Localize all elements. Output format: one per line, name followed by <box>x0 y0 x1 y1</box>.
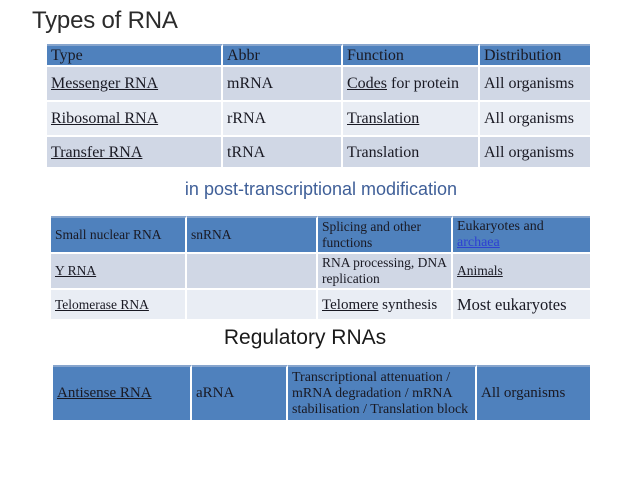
cell-function-underline: Translation <box>347 110 420 127</box>
cell-type: Transfer RNA <box>47 137 223 167</box>
cell-function-underline: Codes <box>347 75 387 92</box>
cell-distribution: All organisms <box>477 365 590 420</box>
cell-distribution: All organisms <box>480 102 590 137</box>
col-header-distribution: Distribution <box>480 44 590 67</box>
cell-type: Messenger RNA <box>47 67 223 102</box>
cell-function: Transcriptional attenuation / mRNA degra… <box>288 365 477 420</box>
col-header-abbr: Abbr <box>223 44 343 67</box>
slide-title: Types of RNA <box>32 7 178 34</box>
table-row-y-rna: Y RNA RNA processing, DNA replication An… <box>51 254 590 290</box>
cell-abbr: mRNA <box>223 67 343 102</box>
cell-function-rest: for protein <box>387 75 459 92</box>
cell-abbr: aRNA <box>192 365 288 420</box>
cell-distribution: Most eukaryotes <box>453 290 590 319</box>
table-row-small-nuclear-rna: Small nuclear RNA snRNA Splicing and oth… <box>51 216 590 254</box>
cell-function: Codes for protein <box>343 67 480 102</box>
cell-function: Translation <box>343 137 480 167</box>
cell-distribution-text: Eukaryotes and <box>457 219 544 234</box>
archaea-link[interactable]: archaea <box>457 235 500 250</box>
col-header-function: Function <box>343 44 480 67</box>
cell-function: Telomere synthesis <box>318 290 453 319</box>
cell-function-underline: Telomere <box>322 296 379 313</box>
cell-type: Telomerase RNA <box>51 290 187 319</box>
cell-abbr <box>187 290 318 319</box>
table-row-messenger-rna: Messenger RNA mRNA Codes for protein All… <box>47 67 590 102</box>
rna-types-table: Type Abbr Function Distribution Messenge… <box>47 44 590 167</box>
cell-function-rest: Translation <box>347 143 420 161</box>
table-header-row: Type Abbr Function Distribution <box>47 44 590 67</box>
cell-type: Small nuclear RNA <box>51 216 187 254</box>
cell-abbr: snRNA <box>187 216 318 254</box>
cell-distribution: Eukaryotes and archaea <box>453 216 590 254</box>
cell-abbr: rRNA <box>223 102 343 137</box>
table-row-transfer-rna: Transfer RNA tRNA Translation All organi… <box>47 137 590 167</box>
cell-distribution: All organisms <box>480 67 590 102</box>
cell-function: Splicing and other functions <box>318 216 453 254</box>
cell-abbr: tRNA <box>223 137 343 167</box>
cell-distribution: Animals <box>453 254 590 290</box>
cell-function: RNA processing, DNA replication <box>318 254 453 290</box>
regulatory-rna-table: Antisense RNA aRNA Transcriptional atten… <box>53 365 590 420</box>
table-row-antisense-rna: Antisense RNA aRNA Transcriptional atten… <box>53 365 590 420</box>
regulatory-rnas-title: Regulatory RNAs <box>223 326 387 349</box>
col-header-type: Type <box>47 44 223 67</box>
cell-type: Y RNA <box>51 254 187 290</box>
post-transcriptional-rna-table: Small nuclear RNA snRNA Splicing and oth… <box>51 216 590 319</box>
cell-function-rest: synthesis <box>378 296 438 313</box>
cell-distribution: All organisms <box>480 137 590 167</box>
table-row-telomerase-rna: Telomerase RNA Telomere synthesis Most e… <box>51 290 590 319</box>
table-row-ribosomal-rna: Ribosomal RNA rRNA Translation All organ… <box>47 102 590 137</box>
section-subtitle: in post-transcriptional modification <box>184 179 458 199</box>
cell-abbr <box>187 254 318 290</box>
cell-type: Ribosomal RNA <box>47 102 223 137</box>
cell-function: Translation <box>343 102 480 137</box>
cell-type: Antisense RNA <box>53 365 192 420</box>
